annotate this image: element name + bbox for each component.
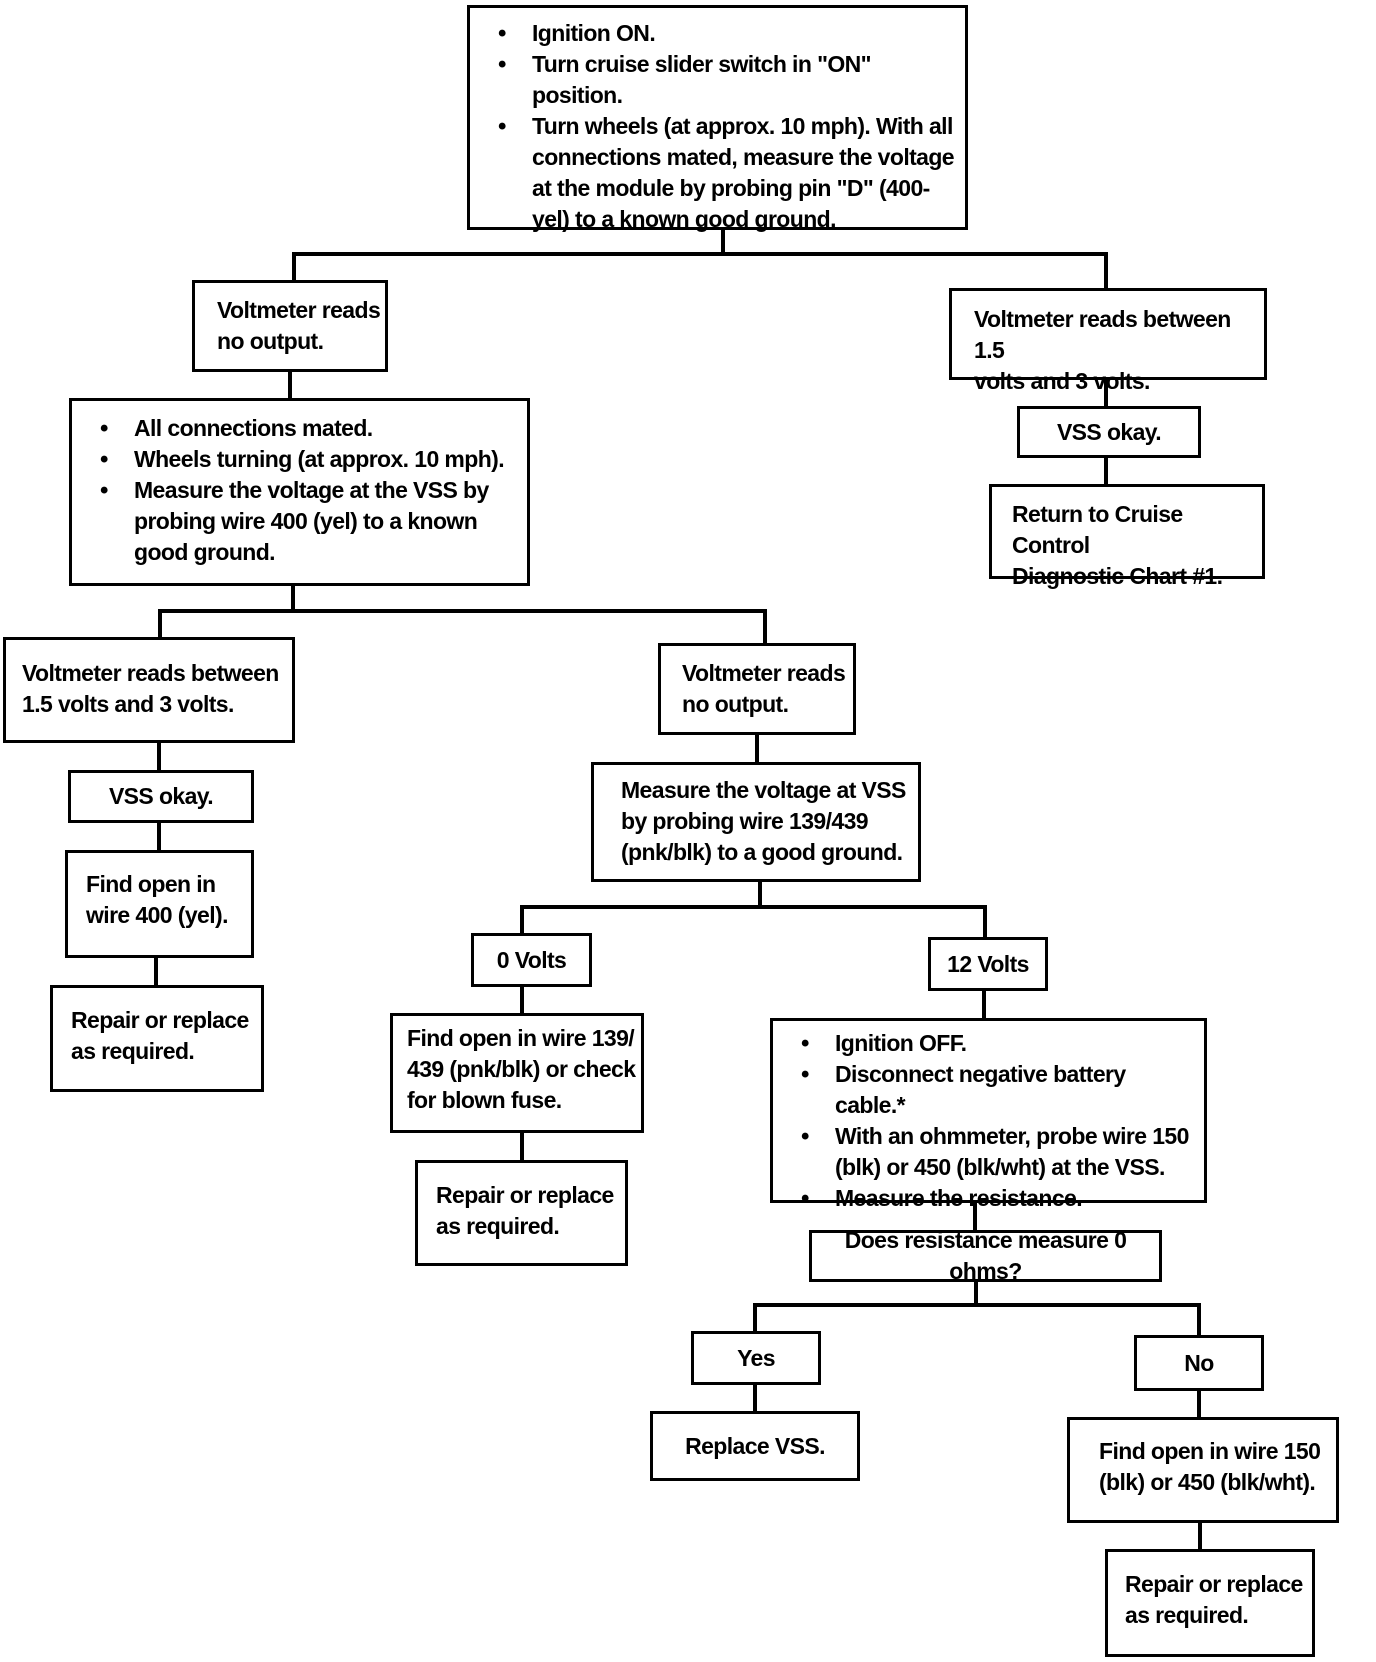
instruction-item: Disconnect negative battery cable.* bbox=[801, 1059, 1196, 1121]
box-text: 12 Volts bbox=[947, 950, 1029, 977]
repair-box: Repair or replace as required. bbox=[50, 985, 264, 1092]
instruction-item: With an ohmmeter, probe wire 150 (blk) o… bbox=[801, 1121, 1196, 1183]
zero-volts-box: 0 Volts bbox=[471, 933, 592, 987]
box-text: Voltmeter reads between 1.5 volts and 3 … bbox=[974, 306, 1231, 394]
box-text: VSS okay. bbox=[1056, 418, 1162, 445]
instruction-item: Wheels turning (at approx. 10 mph). bbox=[100, 444, 517, 475]
instruction-item: Ignition OFF. bbox=[801, 1028, 1196, 1059]
box-text: VSS okay. bbox=[108, 783, 214, 809]
box-text: Does resistance measure 0 ohms? bbox=[844, 1227, 1127, 1284]
instruction-item: Turn wheels (at approx. 10 mph). With al… bbox=[498, 111, 957, 235]
find-open-150-450-box: Find open in wire 150 (blk) or 450 (blk/… bbox=[1067, 1417, 1339, 1523]
no-box: No bbox=[1134, 1335, 1264, 1391]
instruction-item: Measure the voltage at the VSS by probin… bbox=[100, 475, 517, 568]
vss-voltage-ok-box: Voltmeter reads between 1.5 volts and 3 … bbox=[3, 637, 295, 743]
box-text: Repair or replace as required. bbox=[71, 1007, 249, 1064]
box-text: Return to Cruise Control Diagnostic Char… bbox=[1012, 501, 1223, 589]
box-text: Repair or replace as required. bbox=[1125, 1571, 1303, 1628]
box-text: Voltmeter reads no output. bbox=[217, 297, 381, 354]
instruction-item: Ignition ON. bbox=[498, 18, 957, 49]
box-text: 0 Volts bbox=[496, 946, 567, 973]
replace-vss-box: Replace VSS. bbox=[650, 1411, 860, 1481]
vss-okay-box: VSS okay. bbox=[68, 770, 254, 823]
box-text: Voltmeter reads between 1.5 volts and 3 … bbox=[22, 660, 279, 717]
vss-voltage-check-box: All connections mated. Wheels turning (a… bbox=[69, 398, 530, 586]
box-text: Find open in wire 150 (blk) or 450 (blk/… bbox=[1099, 1438, 1321, 1495]
box-text: Yes bbox=[737, 1344, 775, 1371]
find-open-400-box: Find open in wire 400 (yel). bbox=[65, 850, 254, 958]
find-open-139-439-box: Find open in wire 139/ 439 (pnk/blk) or … bbox=[390, 1013, 644, 1133]
measure-139-439-box: Measure the voltage at VSS by probing wi… bbox=[591, 762, 921, 882]
yes-box: Yes bbox=[691, 1331, 821, 1385]
instruction-item: Turn cruise slider switch in "ON" positi… bbox=[498, 49, 957, 111]
twelve-volts-box: 12 Volts bbox=[928, 937, 1048, 991]
box-text: Voltmeter reads no output. bbox=[682, 660, 846, 717]
module-no-output-box: Voltmeter reads no output. bbox=[192, 280, 388, 372]
repair-box: Repair or replace as required. bbox=[1105, 1549, 1315, 1657]
box-text: Find open in wire 139/ 439 (pnk/blk) or … bbox=[407, 1025, 636, 1113]
resistance-check-box: Ignition OFF. Disconnect negative batter… bbox=[770, 1018, 1207, 1214]
start-instructions-box: Ignition ON. Turn cruise slider switch i… bbox=[467, 5, 968, 232]
instruction-item: All connections mated. bbox=[100, 413, 517, 444]
box-text: Find open in wire 400 (yel). bbox=[86, 871, 228, 928]
return-to-chart-box: Return to Cruise Control Diagnostic Char… bbox=[989, 484, 1265, 589]
vss-no-output-box: Voltmeter reads no output. bbox=[658, 643, 856, 735]
module-voltage-ok-box: Voltmeter reads between 1.5 volts and 3 … bbox=[949, 288, 1267, 394]
box-text: Replace VSS. bbox=[685, 1432, 825, 1459]
instruction-item: Measure the resistance. bbox=[801, 1183, 1196, 1214]
box-text: Measure the voltage at VSS by probing wi… bbox=[621, 777, 906, 865]
box-text: Repair or replace as required. bbox=[436, 1182, 614, 1239]
resistance-question-box: Does resistance measure 0 ohms? bbox=[809, 1227, 1162, 1284]
repair-box: Repair or replace as required. bbox=[415, 1160, 628, 1266]
box-text: No bbox=[1184, 1349, 1214, 1376]
vss-okay-box: VSS okay. bbox=[1017, 406, 1201, 458]
